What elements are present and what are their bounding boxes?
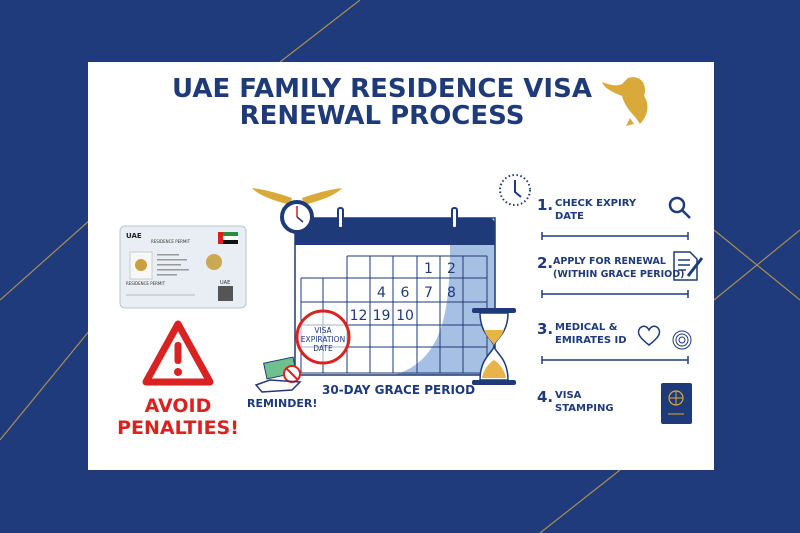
expiration-line-1: VISA [314,326,332,335]
qr-code-icon [218,286,233,301]
step-4: 4.VISA STAMPING [537,388,614,414]
hourglass-icon [472,308,516,385]
residence-permit-card: UAE RESIDENCE PERMIT RESIDENCE PERMIT UA… [119,225,247,309]
title-line-2: RENEWAL PROCESS [240,101,525,131]
calendar-day: 7 [424,285,433,301]
grace-period-label: 30-DAY GRACE PERIOD [322,383,475,397]
winged-clock-icon [252,188,342,234]
calendar-day: 6 [401,285,410,301]
step-2: 2.APPLY FOR RENEWAL (WITHIN GRACE PERIOD) [537,254,689,298]
passport-icon [661,383,692,424]
clock-icon [499,174,531,206]
step-1: 1.CHECK EXPIRY DATE [537,196,689,240]
step-number: 3. [537,320,553,338]
emblem-icon [135,259,147,271]
step-text: MEDICAL & [555,322,618,333]
step-text: EMIRATES ID [555,335,627,346]
step-number: 2. [537,254,553,272]
calendar-day: 1 [424,261,433,277]
warning-line-1: AVOID [145,395,212,417]
uae-flag-icon [218,232,238,236]
step-text: STAMPING [555,403,614,414]
fingerprint-icon [672,330,692,350]
calendar-day: 12 [350,308,368,324]
step-number: 4. [537,388,553,406]
calendar-day: 4 [377,285,386,301]
step-text: VISA [555,390,582,401]
card-footer: UAE [220,280,230,286]
calendar-day: 2 [447,261,456,277]
reminder-label: REMINDER! [247,397,317,410]
expiration-line-3: DATE [313,344,333,353]
step-text: APPLY FOR RENEWAL [553,256,666,267]
visa-expiration-stamp: VISA EXPIRATION DATE [295,309,351,365]
calendar-day: 10 [396,308,414,324]
magnifier-icon [668,196,691,219]
step-text: (WITHIN GRACE PERIOD) [553,269,684,280]
calendar-day: 8 [447,285,456,301]
step-text: CHECK EXPIRY [555,198,637,209]
step-number: 1. [537,196,553,214]
expiration-line-2: EXPIRATION [301,335,345,344]
card-title: RESIDENCE PERMIT [151,239,191,244]
falcon-emblem-icon [602,77,648,126]
card-permit-label: RESIDENCE PERMIT [126,281,166,286]
warning-line-2: PENALTIES! [117,417,239,439]
title-line-1: UAE FAMILY RESIDENCE VISA [172,74,592,104]
step-3: 3.MEDICAL & EMIRATES ID [537,320,689,364]
steps-list: 1.CHECK EXPIRY DATE 2.APPLY FOR RENEWAL (WI… [537,196,689,414]
step-text: DATE [555,211,584,222]
card-country: UAE [126,232,142,240]
calendar-day: 19 [373,308,391,324]
document-pen-icon [673,251,704,281]
warning-triangle-icon [142,320,214,386]
money-hand-icon [254,356,302,393]
heart-icon [637,325,661,346]
